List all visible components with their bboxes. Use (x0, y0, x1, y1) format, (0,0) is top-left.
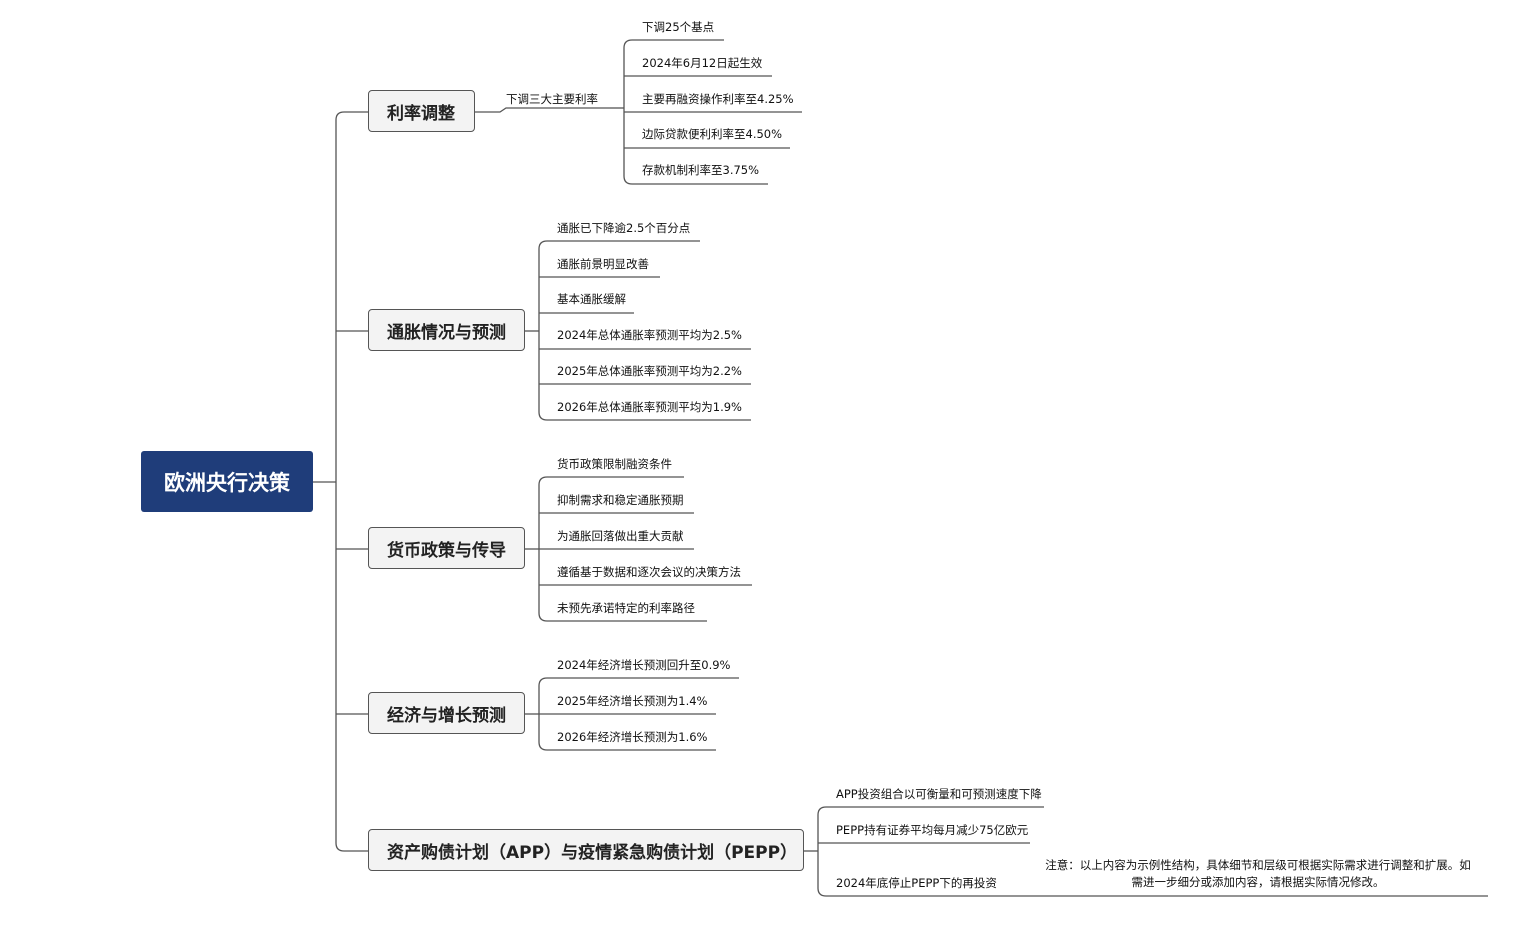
branch-node-inflation[interactable]: 通胀情况与预测 (368, 309, 525, 351)
leaf-node[interactable]: 2025年总体通胀率预测平均为2.2% (557, 364, 742, 378)
connector-trunk (335, 111, 368, 852)
leaf-node[interactable]: 通胀前景明显改善 (557, 257, 649, 271)
leaf-node[interactable]: 2026年经济增长预测为1.6% (557, 730, 708, 744)
leaf-node[interactable]: 货币政策限制融资条件 (557, 457, 672, 471)
leaf-node[interactable]: 存款机制利率至3.75% (642, 163, 760, 177)
leaf-node[interactable]: 2024年6月12日起生效 (642, 56, 763, 70)
leaf-node[interactable]: 2024年总体通胀率预测平均为2.5% (557, 328, 742, 342)
note-text: 注意：以上内容为示例性结构，具体细节和层级可根据实际需求进行调整和扩展。如需进一… (1045, 858, 1471, 889)
branch-node-app-pepp[interactable]: 资产购债计划（APP）与疫情紧急购债计划（PEPP） (368, 829, 804, 871)
leaf-node[interactable]: 遵循基于数据和逐次会议的决策方法 (557, 565, 741, 579)
mid-node-cut-three-rates[interactable]: 下调三大主要利率 (506, 92, 598, 106)
leaf-node[interactable]: 抑制需求和稳定通胀预期 (557, 493, 684, 507)
leaf-node[interactable]: 2024年经济增长预测回升至0.9% (557, 658, 731, 672)
branch-node-rate-adjustment[interactable]: 利率调整 (368, 90, 475, 132)
connector-b1-mid (475, 107, 610, 113)
leaf-node[interactable]: APP投资组合以可衡量和可预测速度下降 (836, 787, 1042, 801)
root-node[interactable]: 欧洲央行决策 (141, 451, 313, 512)
leaf-node[interactable]: 为通胀回落做出重大贡献 (557, 529, 684, 543)
leaf-node[interactable]: 基本通胀缓解 (557, 292, 626, 306)
leaf-node[interactable]: 2026年总体通胀率预测平均为1.9% (557, 400, 742, 414)
leaf-node[interactable]: PEPP持有证券平均每月减少75亿欧元 (836, 823, 1029, 837)
leaf-node[interactable]: 主要再融资操作利率至4.25% (642, 92, 794, 106)
branch-node-monetary-policy[interactable]: 货币政策与传导 (368, 527, 525, 569)
leaf-node[interactable]: 未预先承诺特定的利率路径 (557, 601, 695, 615)
leaf-node[interactable]: 通胀已下降逾2.5个百分点 (557, 221, 691, 235)
leaf-node[interactable]: 2024年底停止PEPP下的再投资 (836, 876, 997, 890)
leaf-node[interactable]: 2025年经济增长预测为1.4% (557, 694, 708, 708)
leaf-node[interactable]: 下调25个基点 (642, 20, 715, 34)
branch-node-growth[interactable]: 经济与增长预测 (368, 692, 525, 734)
leaf-node[interactable]: 边际贷款便利利率至4.50% (642, 127, 783, 141)
